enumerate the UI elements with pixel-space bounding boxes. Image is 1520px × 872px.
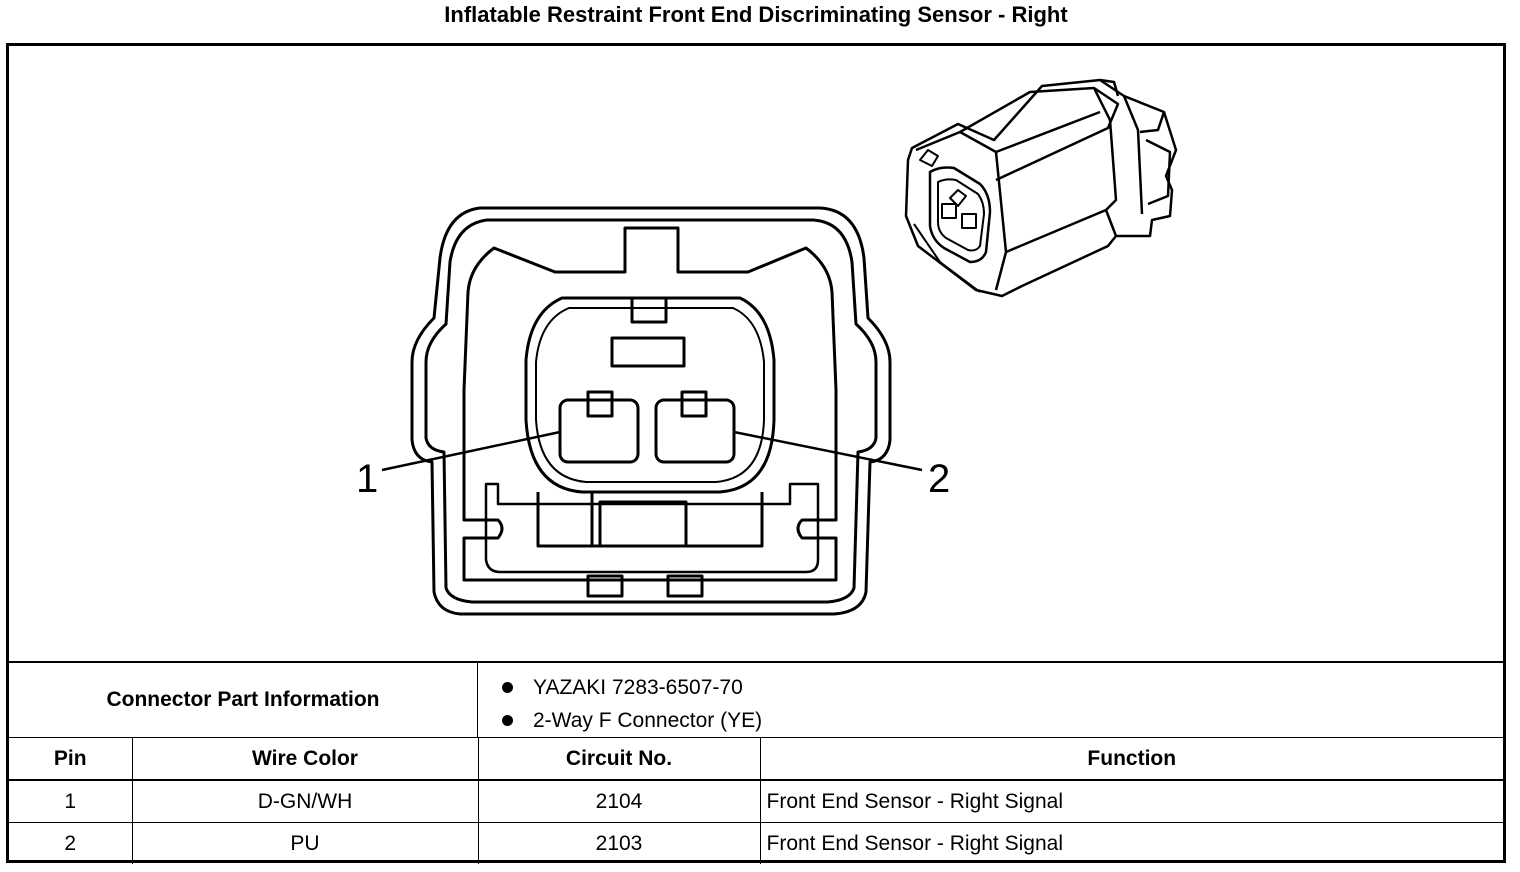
connector-info-label: Connector Part Information <box>9 663 478 737</box>
header-circuit-no: Circuit No. <box>477 737 761 781</box>
connector-isometric <box>904 78 1178 298</box>
cell-function: Front End Sensor - Right Signal <box>759 822 1503 864</box>
table-row: 2 PU 2103 Front End Sensor - Right Signa… <box>9 822 1503 864</box>
table-header-row: Pin Wire Color Circuit No. Function <box>9 737 1503 781</box>
connector-info-item: YAZAKI 7283-6507-70 <box>499 671 762 704</box>
header-pin: Pin <box>9 737 133 781</box>
pin-2-callout: 2 <box>928 457 950 501</box>
cell-function: Front End Sensor - Right Signal <box>759 779 1503 823</box>
cell-pin: 1 <box>9 779 133 823</box>
pin-1-leader <box>381 430 561 472</box>
connector-part-information: Connector Part Information YAZAKI 7283-6… <box>9 661 1503 737</box>
pin-table: Pin Wire Color Circuit No. Function 1 D-… <box>9 737 1503 864</box>
diagram-title: Inflatable Restraint Front End Discrimin… <box>444 2 1068 27</box>
table-row: 1 D-GN/WH 2104 Front End Sensor - Right … <box>9 779 1503 823</box>
pin-2-leader <box>733 430 923 472</box>
cell-pin: 2 <box>9 822 133 864</box>
cell-circuit: 2104 <box>477 779 761 823</box>
header-wire-color: Wire Color <box>131 737 479 781</box>
connector-info-item: 2-Way F Connector (YE) <box>499 704 762 737</box>
header-function: Function <box>759 737 1503 781</box>
connector-figure: 1 2 <box>356 78 1178 616</box>
connector-face <box>410 206 892 616</box>
connector-info-list: YAZAKI 7283-6507-70 2-Way F Connector (Y… <box>499 671 762 737</box>
cell-wire-color: D-GN/WH <box>131 779 479 823</box>
cell-circuit: 2103 <box>477 822 761 864</box>
pin-1-callout: 1 <box>356 457 378 501</box>
cell-wire-color: PU <box>131 822 479 864</box>
